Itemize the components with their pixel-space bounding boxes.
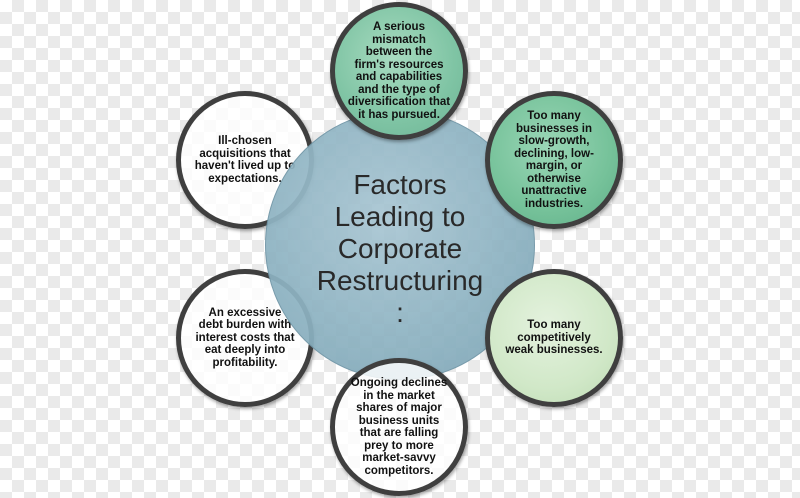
text-line: unattractive — [521, 185, 587, 197]
text-line: it has pursued. — [358, 108, 440, 121]
center-title-line: Restructuring — [316, 265, 484, 296]
text-line: between the — [365, 46, 433, 58]
factor-circle-weak-businesses: Too many competitively weak businesses. — [485, 269, 623, 407]
text-line: debt burden with — [198, 319, 292, 332]
center-title: Factors Leading to Corporate Restructuri… — [307, 169, 494, 329]
text-line: businesses in — [515, 122, 593, 135]
factor-circle-ill-chosen-acquisitions: Ill-chosen acquisitions that haven't liv… — [176, 91, 314, 229]
factor-circle-resource-mismatch: A serious mismatch between the firm's re… — [330, 2, 468, 140]
center-title-line: Factors — [353, 169, 447, 200]
text-line: business units — [358, 414, 440, 427]
factor-text: Too many competitively weak businesses. — [495, 319, 612, 357]
text-line: that are falling — [359, 427, 439, 439]
text-line: margin, or — [525, 160, 583, 172]
text-line: eat deeply into — [204, 344, 286, 357]
text-line: weak businesses. — [505, 344, 603, 357]
text-line: mismatch — [372, 33, 426, 46]
center-title-line: : — [396, 297, 404, 328]
text-line: shares of major — [356, 402, 442, 414]
text-line: profitability. — [212, 356, 278, 369]
text-line: Ill-chosen — [218, 135, 272, 147]
text-line: prey to more — [364, 439, 434, 452]
text-line: Ongoing declines — [350, 377, 448, 389]
text-line: in the market — [363, 389, 435, 402]
text-line: competitively — [517, 331, 591, 344]
text-line: firm's resources — [354, 58, 444, 71]
text-line: competitors. — [364, 464, 434, 477]
text-line: An excessive — [208, 306, 282, 319]
text-line: acquisitions that — [199, 147, 291, 160]
text-line: Too many — [527, 319, 581, 332]
factor-text: Too many businesses in slow-growth, decl… — [504, 110, 604, 210]
factor-text: Ill-chosen acquisitions that haven't liv… — [185, 135, 306, 185]
factor-circle-unattractive-industries: Too many businesses in slow-growth, decl… — [485, 91, 623, 229]
text-line: otherwise — [527, 172, 581, 185]
factor-circle-market-share-declines: Ongoing declines in the market shares of… — [330, 358, 468, 496]
text-line: market-savvy — [362, 452, 436, 464]
center-title-line: Leading to — [334, 201, 466, 232]
text-line: and the type of — [358, 83, 440, 96]
text-line: Too many — [527, 110, 581, 122]
center-title-line: Corporate — [337, 233, 463, 264]
text-line: expectations. — [208, 172, 282, 185]
text-line: haven't lived up to — [194, 160, 296, 172]
text-line: slow-growth, — [518, 135, 590, 147]
text-line: declining, low- — [514, 147, 594, 160]
factor-text: Ongoing declines in the market shares of… — [341, 377, 457, 477]
text-line: industries. — [524, 197, 584, 210]
factor-text: A serious mismatch between the firm's re… — [338, 21, 460, 121]
text-line: diversification that — [347, 96, 451, 108]
text-line: interest costs that — [195, 331, 295, 344]
text-line: A serious — [373, 21, 425, 33]
text-line: and capabilities — [355, 71, 443, 83]
factor-text: An excessive debt burden with interest c… — [185, 307, 304, 370]
